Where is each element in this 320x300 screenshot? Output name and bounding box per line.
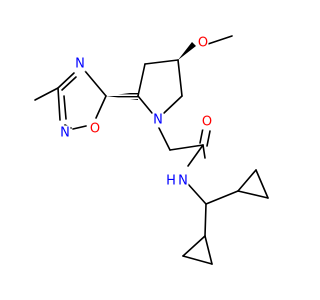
bond <box>163 95 183 114</box>
atom-n-oxadiazole-top: N <box>75 57 85 72</box>
bond <box>63 95 67 120</box>
atom-label-background <box>59 125 71 141</box>
atom-labels: N N O O N O N H <box>59 35 213 189</box>
structure-diagram: N N O O N O N H <box>34 35 269 265</box>
bond <box>207 35 233 45</box>
bond <box>255 169 269 199</box>
atom-o-methoxy: O <box>198 36 208 51</box>
atom-label-background <box>74 56 86 72</box>
atom-label-background <box>197 35 209 51</box>
bond <box>144 59 179 65</box>
bond <box>182 255 213 265</box>
bond <box>61 76 77 91</box>
atom-label-background <box>152 112 164 128</box>
atom-o-carbonyl: O <box>202 115 212 130</box>
bond <box>205 190 239 205</box>
bond <box>169 144 204 151</box>
atom-label-background <box>89 121 101 137</box>
bond <box>187 144 204 167</box>
atom-label-background <box>177 173 189 189</box>
bond <box>199 127 204 144</box>
bond <box>95 95 107 119</box>
bond <box>237 169 257 192</box>
bond <box>206 130 211 147</box>
bond <box>237 190 269 199</box>
atom-label-background <box>201 114 213 130</box>
bond <box>204 235 213 265</box>
bond <box>177 59 183 97</box>
bond <box>202 144 206 159</box>
atom-label-background <box>165 173 177 189</box>
atom-o-oxadiazole: O <box>90 122 100 137</box>
bond <box>34 87 59 101</box>
bond <box>84 70 107 97</box>
bond <box>204 203 207 237</box>
atom-n-pyrrolidine: N <box>153 113 163 128</box>
bond <box>72 125 87 130</box>
atom-h-amide: H <box>166 174 176 189</box>
bond <box>182 235 206 257</box>
stereo-wedge-bond <box>178 42 196 60</box>
bonds <box>34 35 269 265</box>
atom-n-oxadiazole-bottom: N <box>60 126 70 141</box>
bond <box>57 72 75 89</box>
stereo-hash-bond <box>106 92 138 100</box>
bond <box>137 63 146 97</box>
atom-n-amide: N <box>178 174 188 189</box>
bond <box>57 87 61 121</box>
bond <box>157 125 171 151</box>
bond <box>137 95 153 114</box>
bond <box>187 183 207 205</box>
